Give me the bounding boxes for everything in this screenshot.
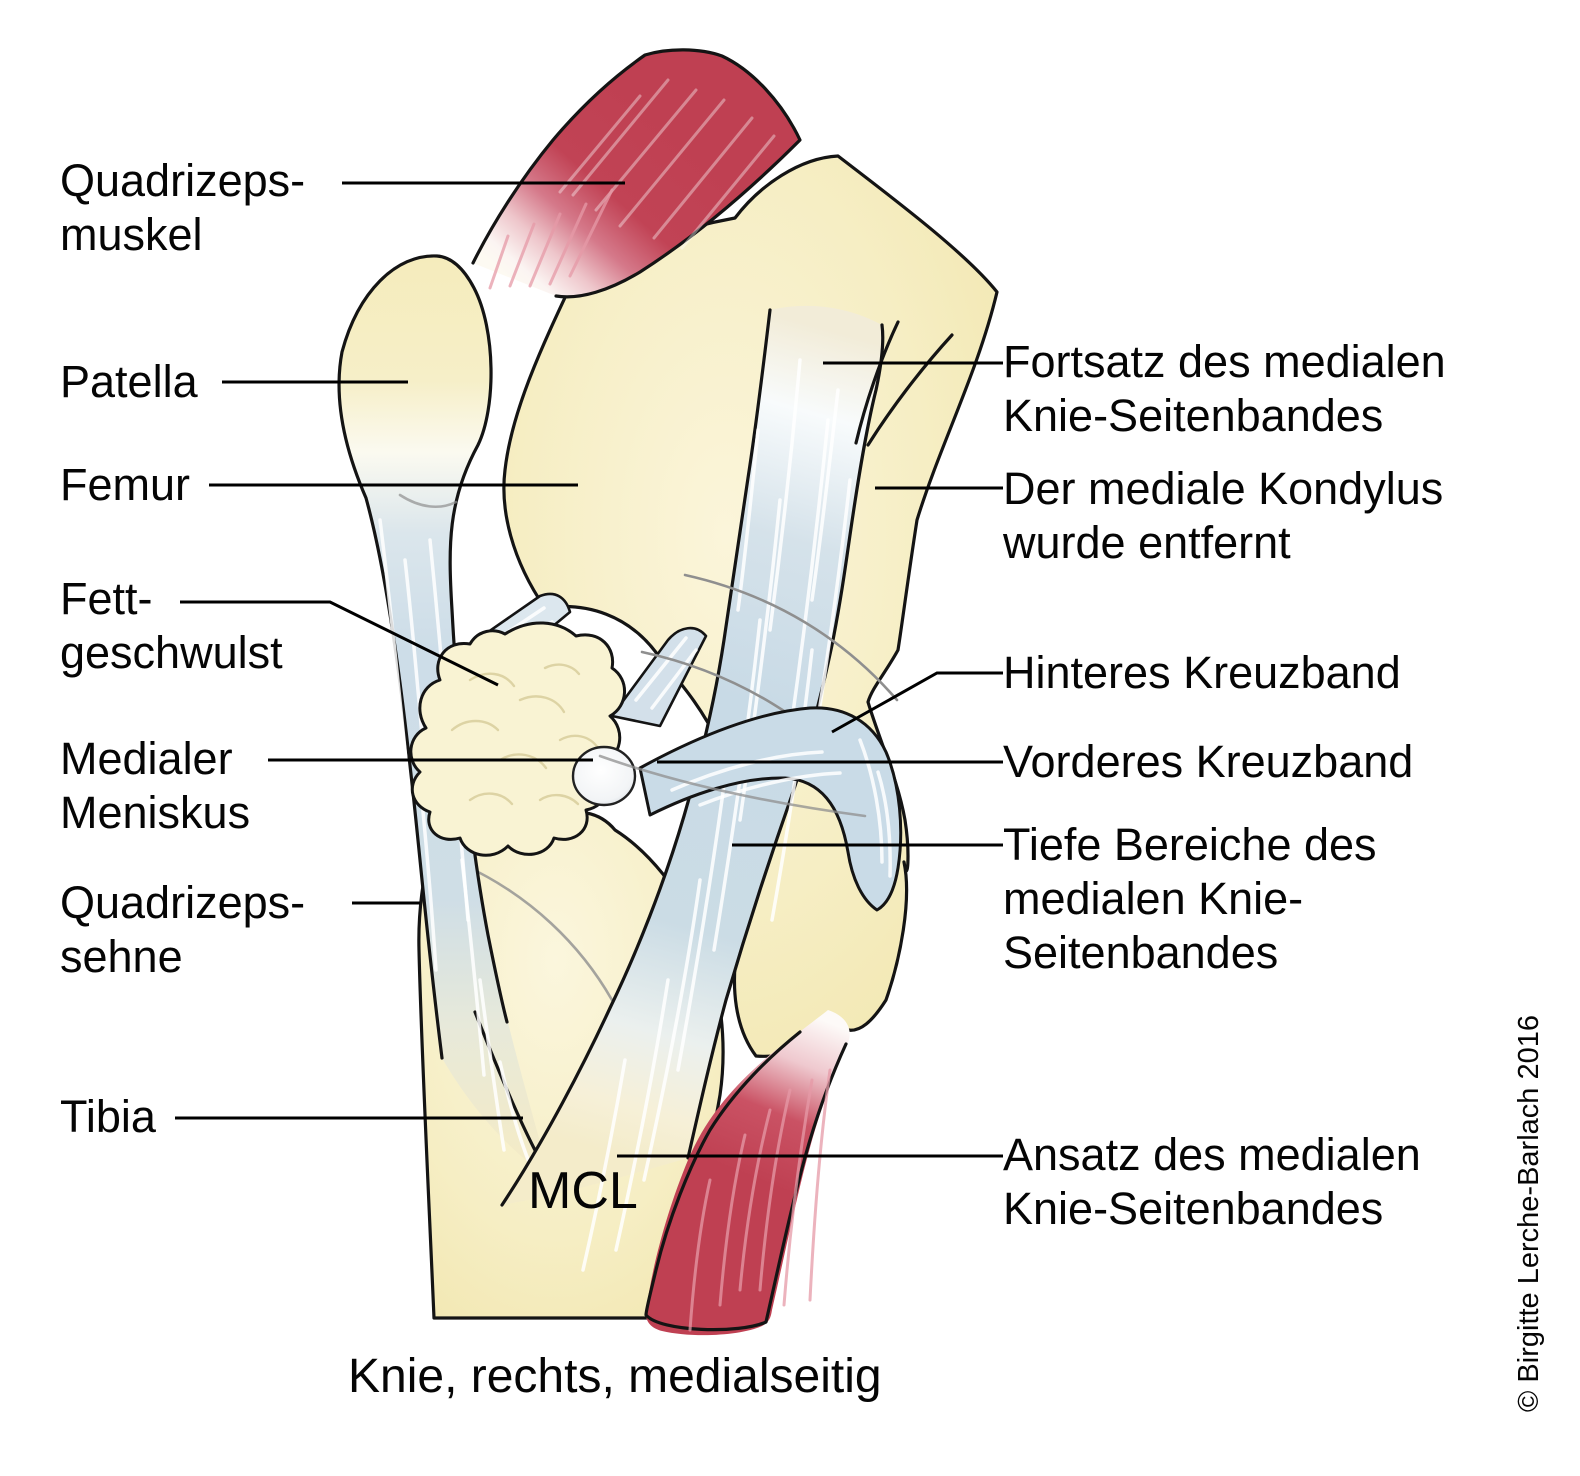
fat-pad-swirls: [450, 663, 600, 806]
quadriceps-muscle-outline: [471, 48, 802, 299]
fat-pad: [409, 621, 626, 857]
patella-detail-line: [398, 493, 458, 509]
leader-hinteres-kreuzband: [831, 671, 1003, 734]
label-femur: Femur: [60, 459, 190, 510]
calf-muscle: [644, 1010, 850, 1336]
label-tibia: Tibia: [60, 1091, 157, 1142]
calf-muscle-outline: [644, 1030, 848, 1332]
fat-pad-shape: [409, 621, 626, 857]
leader-lines: [175, 181, 1003, 1158]
acl-fibers: [670, 738, 892, 878]
copyright-credit: © Birgitte Lerche-Barlach 2016: [1513, 1015, 1545, 1412]
calf-muscle-fibers: [688, 1068, 832, 1332]
label-quadrizeps-sehne-line1: Quadrizeps-: [60, 877, 305, 928]
quadriceps-muscle: [471, 48, 802, 299]
label-quadrizeps-muskel-line1: Quadrizeps-: [60, 155, 305, 206]
label-kondylus-line2: wurde entfernt: [1002, 517, 1291, 568]
label-fettgeschwulst-line2: geschwulst: [60, 627, 283, 678]
label-tiefe-bereiche-line3: Seitenbandes: [1003, 927, 1278, 978]
label-kondylus-line1: Der mediale Kondylus: [1003, 463, 1443, 514]
left-labels: Quadrizeps- muskel Patella Femur Fett- g…: [60, 155, 305, 1142]
quadriceps-muscle-fibers: [488, 78, 776, 290]
label-medialer-meniskus-line1: Medialer: [60, 733, 233, 784]
quadriceps-muscle-shape: [473, 49, 800, 297]
label-ansatz-line1: Ansatz des medialen: [1003, 1129, 1421, 1180]
leader-fettgeschwulst: [180, 600, 499, 687]
acl-band: [598, 706, 903, 912]
figure-caption: Knie, rechts, medialseitig: [348, 1350, 882, 1403]
mcl-band-shape: [502, 305, 883, 1205]
label-mcl-inline: MCL: [528, 1162, 638, 1220]
label-fortsatz-line2: Knie-Seitenbandes: [1003, 390, 1383, 441]
medial-meniscus-shape: [571, 745, 637, 807]
label-vorderes-kreuzband: Vorderes Kreuzband: [1003, 736, 1413, 787]
label-fettgeschwulst-line1: Fett-: [60, 573, 153, 624]
label-medialer-meniskus-line2: Meniskus: [60, 787, 250, 838]
label-tiefe-bereiche-line1: Tiefe Bereiche des: [1003, 819, 1377, 870]
label-tiefe-bereiche-line2: medialen Knie-: [1003, 873, 1303, 924]
pcl-line: [683, 573, 899, 702]
tibia-ridge-line: [464, 864, 614, 1002]
mcl-fortsatz-fiber-a: [854, 320, 900, 445]
mcl-fortsatz-fiber-b: [866, 333, 954, 447]
label-quadrizeps-muskel-line2: muskel: [60, 209, 203, 260]
label-hinteres-kreuzband: Hinteres Kreuzband: [1003, 647, 1401, 698]
pcl-line-over: [598, 754, 867, 818]
label-fortsatz-line1: Fortsatz des medialen: [1003, 336, 1446, 387]
label-quadrizeps-sehne-line2: sehne: [60, 931, 183, 982]
right-labels: Fortsatz des medialen Knie-Seitenbandes …: [1002, 336, 1446, 1234]
label-patella: Patella: [60, 356, 199, 407]
label-ansatz-line2: Knie-Seitenbandes: [1003, 1183, 1383, 1234]
